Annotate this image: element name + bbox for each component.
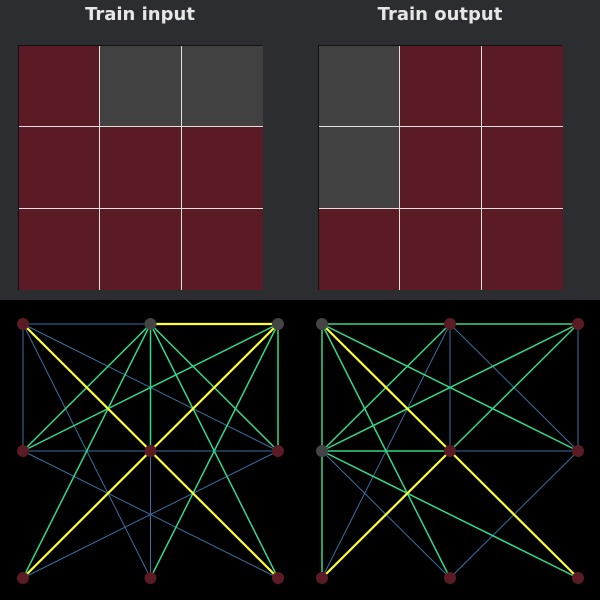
graph-edge bbox=[149, 450, 279, 579]
graph-node bbox=[444, 318, 456, 330]
graph-edge bbox=[22, 450, 279, 579]
graph-edge bbox=[321, 450, 579, 579]
train-output-cell bbox=[319, 46, 401, 128]
graph-edge bbox=[321, 323, 579, 452]
train-input-cell bbox=[181, 208, 263, 290]
train-output-cell bbox=[319, 208, 401, 290]
train-input-cell bbox=[100, 46, 182, 128]
graph-node bbox=[572, 572, 584, 584]
train-output-cell bbox=[400, 127, 482, 209]
train-output-cell bbox=[400, 208, 482, 290]
train-output-cell bbox=[319, 127, 401, 209]
bottom-panel bbox=[0, 300, 600, 600]
graph-node bbox=[572, 445, 584, 457]
train-output-title: Train output bbox=[377, 4, 503, 25]
train-output-cell bbox=[481, 127, 563, 209]
train-output-cell bbox=[400, 46, 482, 128]
graph-node bbox=[144, 572, 157, 584]
top-panel: Train input Train output bbox=[0, 0, 600, 300]
graph-node bbox=[316, 318, 328, 330]
graph-edge bbox=[449, 450, 579, 579]
graph-canvas bbox=[17, 318, 584, 584]
train-input-cell bbox=[19, 46, 101, 128]
train-output-cell bbox=[481, 208, 563, 290]
train-input-cell bbox=[181, 127, 263, 209]
train-input-grid bbox=[18, 45, 263, 290]
graph-edge bbox=[321, 323, 451, 452]
train-input-cell bbox=[100, 127, 182, 209]
graph-edge bbox=[22, 323, 152, 579]
graph-node bbox=[144, 318, 157, 330]
graph-edge bbox=[449, 323, 579, 452]
train-input-title: Train input bbox=[85, 4, 195, 25]
graph-node bbox=[316, 445, 328, 457]
graph-node bbox=[17, 572, 29, 584]
graph-edge bbox=[149, 323, 279, 579]
train-input-cell bbox=[100, 208, 182, 290]
graph-edge bbox=[321, 450, 451, 579]
graph-node bbox=[17, 318, 29, 330]
graph-node bbox=[444, 445, 456, 457]
train-input-cell bbox=[19, 208, 101, 290]
graph-node bbox=[17, 445, 29, 457]
graph-edge bbox=[22, 450, 152, 579]
graph-node bbox=[444, 572, 456, 584]
graph-edge bbox=[22, 323, 152, 452]
graph-node bbox=[272, 318, 284, 330]
train-output-grid bbox=[318, 45, 563, 290]
graph-node bbox=[316, 572, 328, 584]
graph-node bbox=[144, 445, 157, 457]
graph-node bbox=[272, 445, 284, 457]
graph-edge bbox=[22, 323, 279, 452]
train-input-cell bbox=[181, 46, 263, 128]
train-input-cell bbox=[19, 127, 101, 209]
graph-edge bbox=[149, 323, 279, 452]
train-output-cell bbox=[481, 46, 563, 128]
graph-node bbox=[572, 318, 584, 330]
graph-node bbox=[272, 572, 284, 584]
